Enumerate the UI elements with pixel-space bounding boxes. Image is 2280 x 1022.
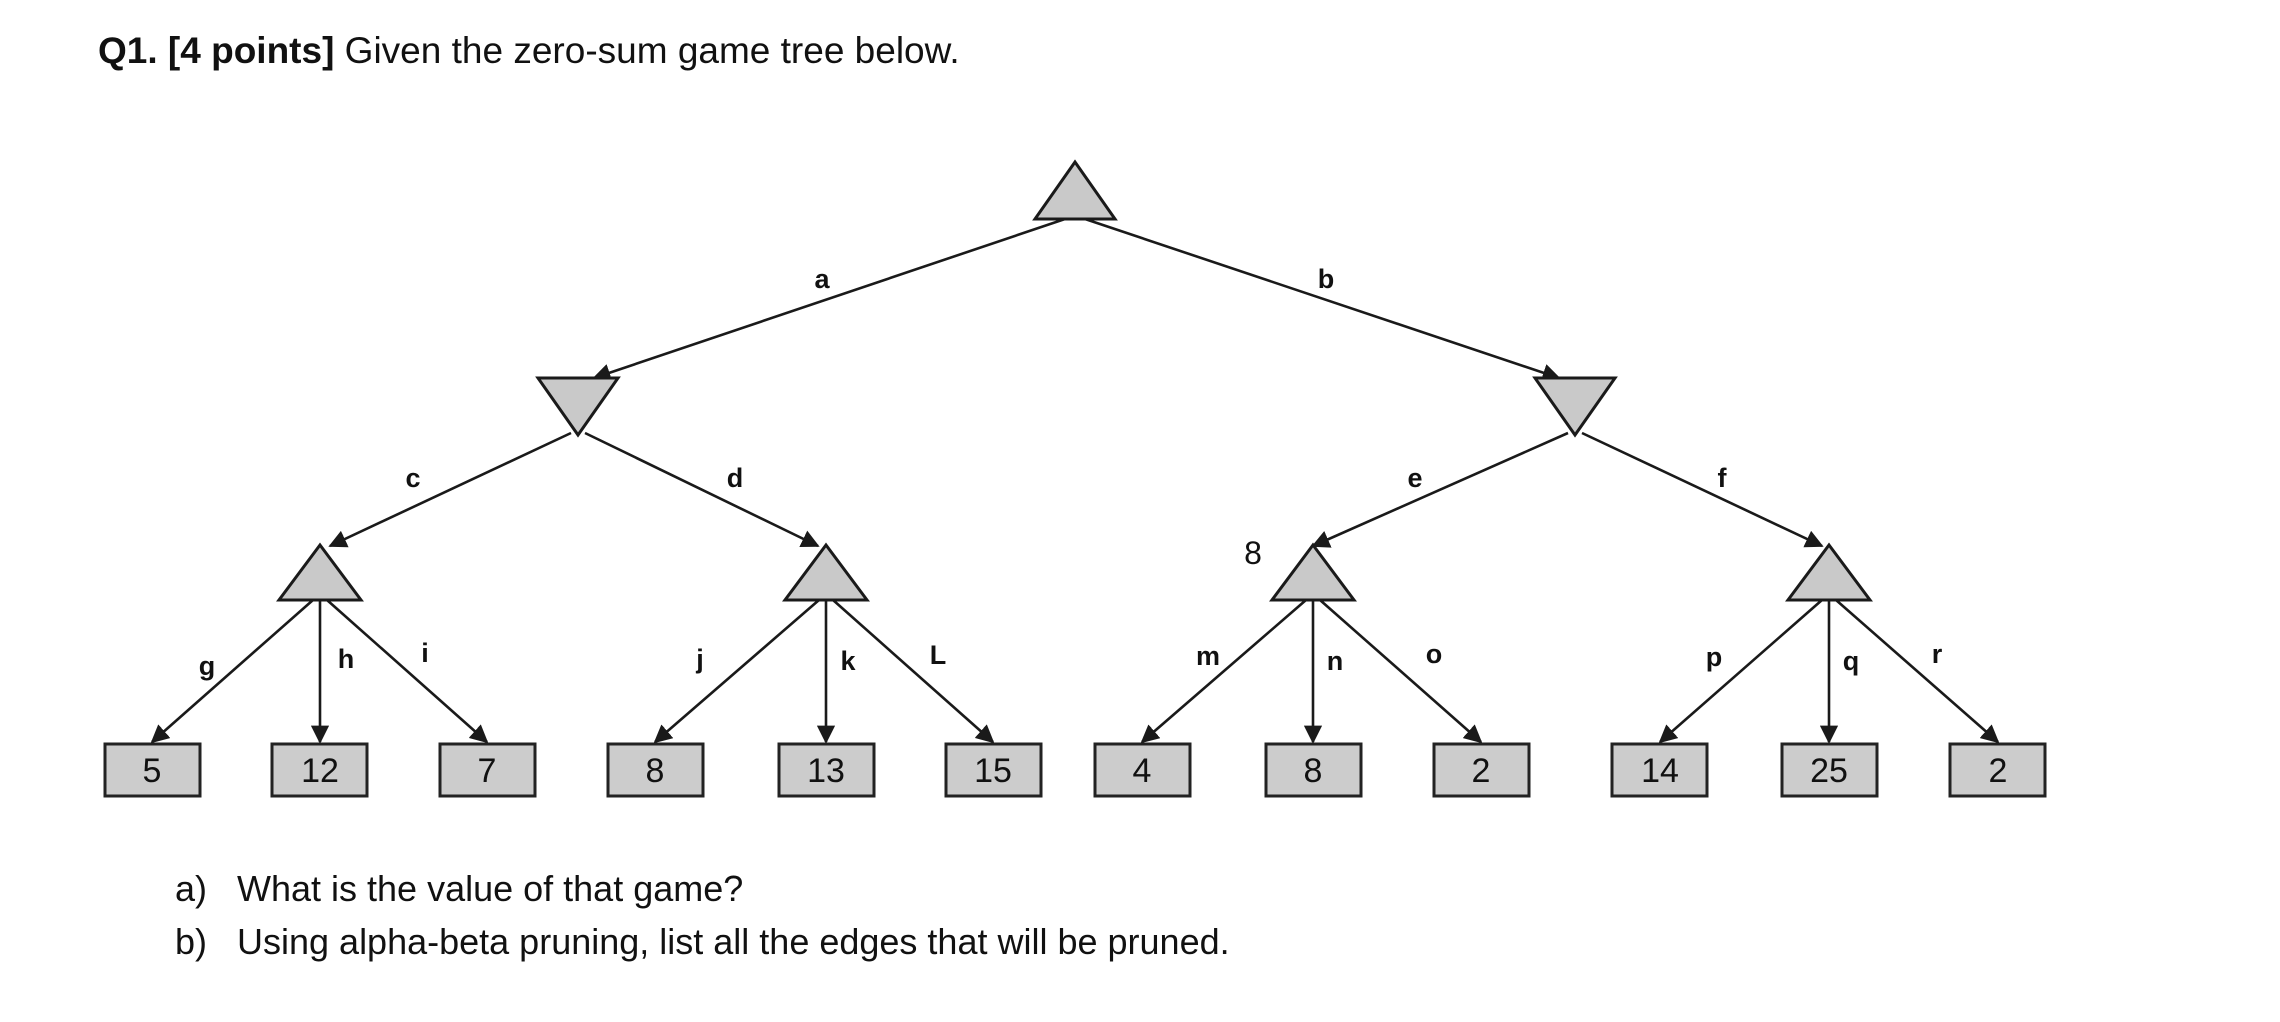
edge-label-a: a bbox=[814, 264, 830, 294]
question-marker-b: b) bbox=[175, 921, 208, 963]
question-item-a: a) What is the value of that game? bbox=[175, 862, 1230, 915]
edge-label-i: i bbox=[421, 638, 429, 668]
edge-p bbox=[1658, 599, 1823, 744]
leaf-value-i: 7 bbox=[478, 752, 497, 790]
leaf-value-p: 14 bbox=[1641, 752, 1679, 790]
leaf-box-o[interactable] bbox=[1432, 742, 1531, 798]
edge-i bbox=[326, 599, 489, 744]
leaf-value-g: 5 bbox=[143, 752, 162, 790]
question-text-a: What is the value of that game? bbox=[237, 868, 744, 909]
edge-c bbox=[328, 431, 572, 548]
edge-e bbox=[1311, 431, 1569, 548]
edge-label-p: p bbox=[1706, 642, 1723, 672]
edge-a bbox=[592, 216, 1069, 382]
edge-label-c: c bbox=[405, 463, 420, 493]
edge-label-d: d bbox=[727, 463, 744, 493]
edge-label-r: r bbox=[1932, 639, 1943, 669]
question-text-b: Using alpha-beta pruning, list all the e… bbox=[237, 921, 1230, 963]
edge-label-g: g bbox=[199, 651, 216, 681]
node-min-right[interactable] bbox=[1532, 376, 1618, 438]
edge-d bbox=[584, 431, 820, 548]
leaf-box-n[interactable] bbox=[1264, 742, 1363, 798]
edge-label-m: m bbox=[1196, 641, 1220, 671]
edge-label-q: q bbox=[1843, 646, 1860, 676]
node-root-max[interactable] bbox=[1032, 159, 1118, 221]
leaf-boxes bbox=[103, 742, 2047, 798]
leaf-box-p[interactable] bbox=[1610, 742, 1709, 798]
edge-label-j: j bbox=[695, 644, 704, 674]
edge-g bbox=[150, 599, 314, 744]
leaf-value-m: 4 bbox=[1133, 752, 1152, 790]
edge-r bbox=[1835, 599, 2000, 744]
leaf-box-m[interactable] bbox=[1093, 742, 1192, 798]
leaf-value-q: 25 bbox=[1810, 752, 1848, 790]
leaf-value-h: 12 bbox=[301, 752, 339, 790]
question-item-b: b) Using alpha-beta pruning, list all th… bbox=[175, 915, 1230, 968]
leaf-value-j: 8 bbox=[646, 752, 665, 790]
edge-label-e: e bbox=[1407, 463, 1422, 493]
edge-label-o: o bbox=[1426, 639, 1443, 669]
node-max-f[interactable] bbox=[1785, 542, 1873, 602]
tree-edges bbox=[150, 216, 2000, 744]
edge-j bbox=[653, 599, 820, 744]
node-min-left[interactable] bbox=[535, 376, 621, 438]
leaf-box-h[interactable] bbox=[270, 742, 369, 798]
leaf-box-L[interactable] bbox=[944, 742, 1043, 798]
question-list: a) What is the value of that game? b) Us… bbox=[175, 862, 1230, 969]
question-marker-a: a) bbox=[175, 868, 208, 909]
tree-annotations: 8 bbox=[1244, 535, 1262, 571]
edge-label-n: n bbox=[1327, 646, 1344, 676]
page-title: Q1. [4 points] Given the zero-sum game t… bbox=[98, 28, 960, 74]
edge-labels: a b c d e f g h i j k L m n o p q r bbox=[199, 264, 1943, 681]
leaf-value-L: 15 bbox=[974, 752, 1012, 790]
node-max-d[interactable] bbox=[782, 542, 870, 602]
game-tree-diagram: 5 12 7 8 13 15 4 8 2 14 25 2 a b c d e f… bbox=[103, 159, 2047, 798]
leaf-value-r: 2 bbox=[1989, 752, 2008, 790]
page-title-rest: Given the zero-sum game tree below. bbox=[334, 30, 960, 71]
edge-label-k: k bbox=[840, 646, 856, 676]
leaf-box-q[interactable] bbox=[1780, 742, 1879, 798]
edge-label-f: f bbox=[1718, 463, 1728, 493]
node-max-e[interactable] bbox=[1269, 542, 1357, 602]
leaf-value-k: 13 bbox=[807, 752, 845, 790]
edge-label-b: b bbox=[1318, 264, 1335, 294]
annotation-8-near-e: 8 bbox=[1244, 535, 1262, 571]
edge-o bbox=[1319, 599, 1483, 744]
edge-f bbox=[1581, 431, 1824, 548]
leaf-box-i[interactable] bbox=[438, 742, 537, 798]
edge-b bbox=[1081, 216, 1561, 382]
leaf-value-n: 8 bbox=[1304, 752, 1323, 790]
edge-label-L: L bbox=[930, 640, 947, 670]
leaf-box-k[interactable] bbox=[777, 742, 876, 798]
node-max-c[interactable] bbox=[276, 542, 364, 602]
leaf-box-r[interactable] bbox=[1948, 742, 2047, 798]
tree-nodes bbox=[276, 159, 1873, 602]
page-title-bold: Q1. [4 points] bbox=[98, 30, 335, 71]
leaf-values: 5 12 7 8 13 15 4 8 2 14 25 2 bbox=[143, 752, 2008, 790]
edge-L bbox=[832, 599, 995, 744]
edge-label-h: h bbox=[338, 644, 355, 674]
leaf-box-j[interactable] bbox=[606, 742, 705, 798]
leaf-value-o: 2 bbox=[1472, 752, 1491, 790]
edge-m bbox=[1140, 599, 1307, 744]
leaf-box-g[interactable] bbox=[103, 742, 202, 798]
